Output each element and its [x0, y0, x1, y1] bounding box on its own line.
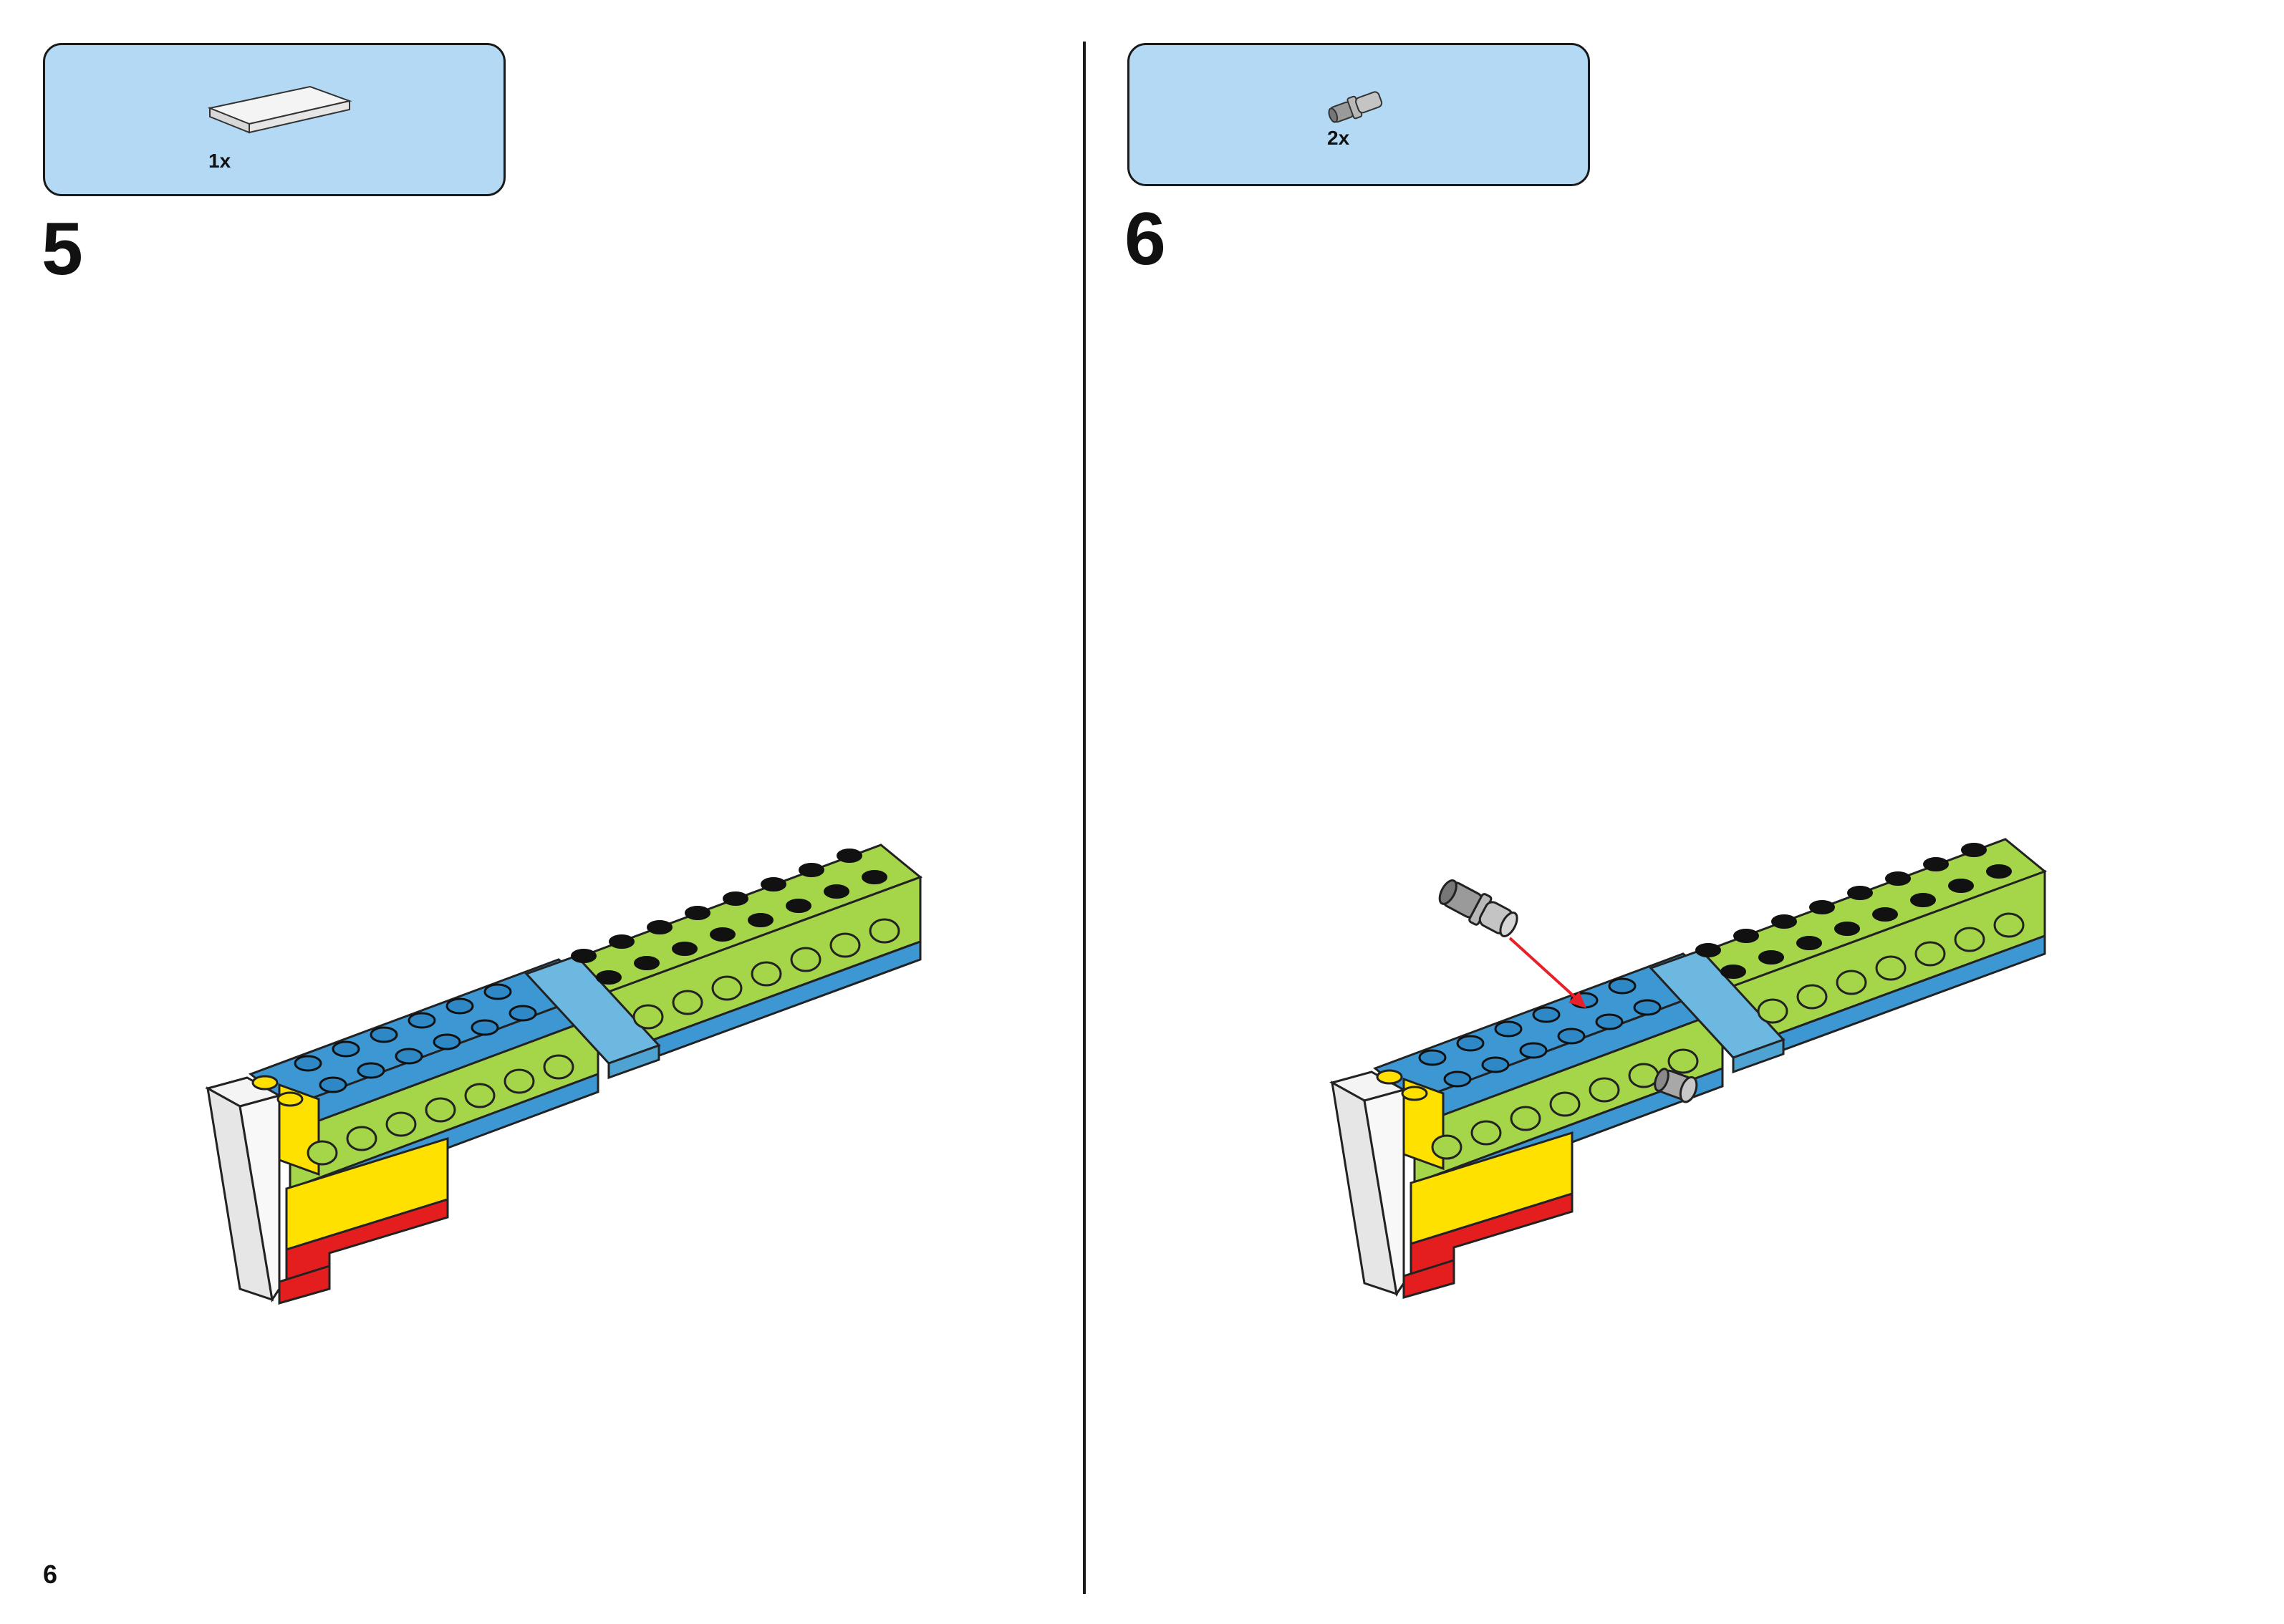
step-6-parts-callout: 2x: [1127, 43, 1590, 186]
insertion-arrow: [1508, 937, 1581, 1002]
inserted-peg: [1654, 1068, 1698, 1103]
step-5-model: [206, 844, 922, 1305]
step-number: 5: [42, 208, 83, 291]
page-divider: [1083, 42, 1086, 1594]
peg-to-insert: [1438, 879, 1518, 937]
step-5-parts-callout: 1x: [43, 43, 506, 196]
step-6-model: [1331, 838, 2046, 1299]
insertion-arrow-head: [1569, 992, 1586, 1008]
white-flat-tile-icon: [207, 85, 352, 134]
grey-connector-peg-icon: [1328, 91, 1383, 123]
part-quantity: 2x: [1327, 127, 1350, 149]
page-number: 6: [43, 1560, 58, 1589]
part-quantity: 1x: [208, 150, 231, 172]
step-number: 6: [1124, 198, 1166, 281]
